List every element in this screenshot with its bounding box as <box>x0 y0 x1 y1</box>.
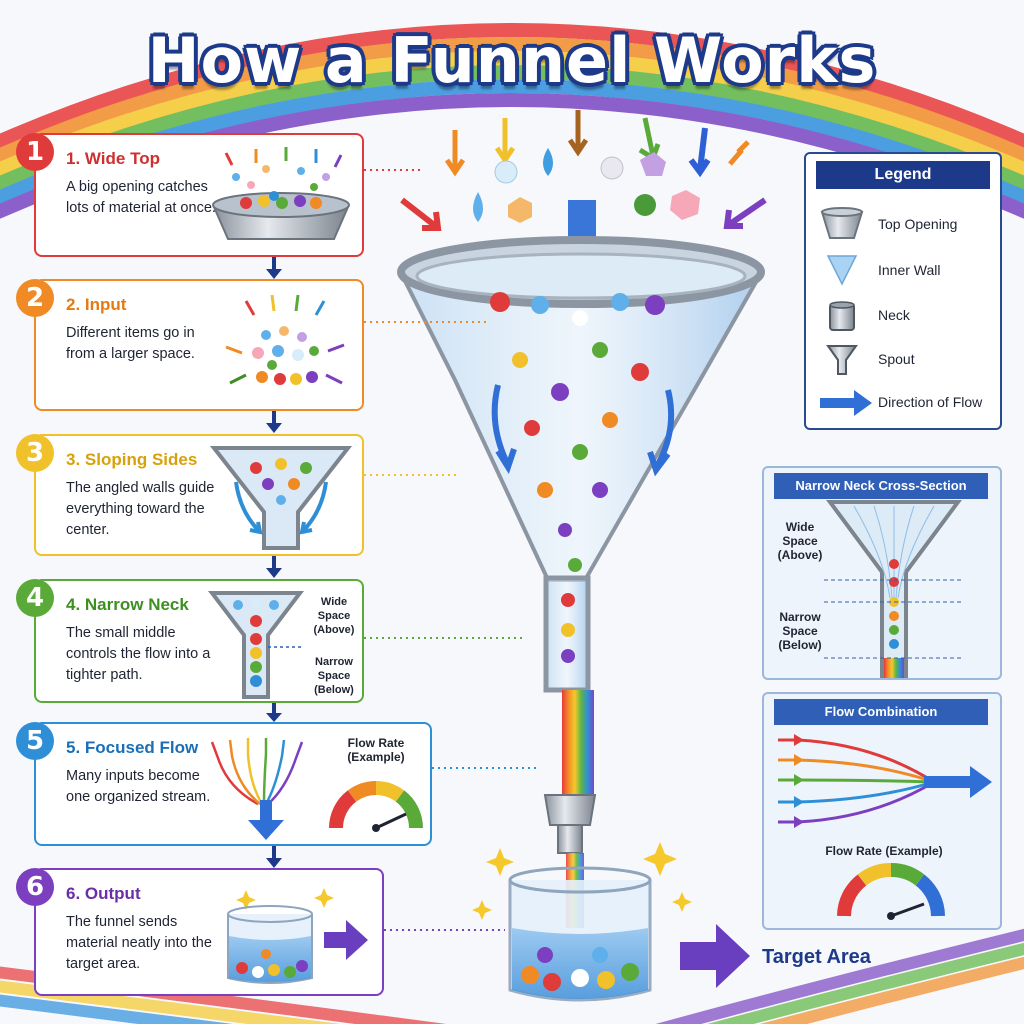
legend-title: Legend <box>816 161 990 189</box>
step-narrow-neck: 4 4. Narrow Neck The small middle contro… <box>16 579 364 703</box>
legend-item-top-opening: Top Opening <box>878 216 958 232</box>
neck-icon <box>829 301 855 331</box>
wide-top-illustration <box>212 147 350 240</box>
spout-icon <box>826 345 858 375</box>
falling-items <box>400 110 767 231</box>
step-number: 3 <box>16 434 54 472</box>
flow-rate-gauge <box>329 781 423 832</box>
cross-section-title: Narrow Neck Cross-Section <box>774 473 988 499</box>
step-wide-top: 1 1. Wide Top A big opening catches lots… <box>16 133 364 257</box>
step-description: The funnel sends material neatly into th… <box>66 914 212 972</box>
step-title: 2. Input <box>66 295 127 314</box>
inner-wall-icon <box>826 255 858 286</box>
step-description: A big opening catches lots of material a… <box>66 179 216 216</box>
cross-section-wide-label: Wide Space (Above) <box>777 520 823 562</box>
cross-section-narrow-label: Narrow Space (Below) <box>778 610 822 652</box>
step-description: The angled walls guide everything toward… <box>66 480 215 538</box>
step-title: 3. Sloping Sides <box>66 450 198 469</box>
cross-section-diagram <box>824 500 964 678</box>
wide-space-label: Wide Space (Above) <box>313 596 355 636</box>
legend-panel: Legend Top Opening Inner Wall Neck Spout… <box>804 152 1002 430</box>
direction-arrow-icon <box>820 390 872 416</box>
flow-combination-panel: Flow Combination Flow Rate (Example) <box>762 692 1002 930</box>
step-description: The small middle controls the flow into … <box>66 625 211 683</box>
narrow-neck-illustration <box>207 591 305 699</box>
input-illustration <box>225 294 345 385</box>
step-sloping-sides: 3 3. Sloping Sides The angled walls guid… <box>16 434 364 556</box>
step-number: 1 <box>16 133 54 171</box>
sloping-sides-illustration <box>209 446 353 550</box>
focused-flow-illustration <box>210 738 304 840</box>
legend-item-neck: Neck <box>878 307 910 323</box>
step-title: 5. Focused Flow <box>66 738 199 757</box>
legend-item-inner-wall: Inner Wall <box>878 262 941 278</box>
top-opening-icon <box>820 207 864 239</box>
step-number: 2 <box>16 279 54 317</box>
step-description: Different items go in from a larger spac… <box>66 325 195 362</box>
legend-item-direction-of-flow: Direction of Flow <box>878 394 983 410</box>
flow-combination-gauge <box>837 862 945 920</box>
output-illustration <box>227 888 368 984</box>
step-title: 6. Output <box>66 884 141 903</box>
flow-combination-rate-label: Flow Rate (Example) <box>825 844 943 858</box>
flow-rate-label: Flow Rate (Example) <box>347 736 405 764</box>
flow-combination-diagram <box>778 734 992 828</box>
step-output: 6 6. Output The funnel sends material ne… <box>16 868 384 996</box>
target-area-label: Target Area <box>762 946 871 968</box>
step-number: 6 <box>16 868 54 906</box>
flow-combination-title: Flow Combination <box>774 699 988 725</box>
narrow-space-label: Narrow Space (Below) <box>314 656 354 696</box>
cross-section-panel: Narrow Neck Cross-Section Wide Space (Ab… <box>762 466 1002 680</box>
step-focused-flow: 5 5. Focused Flow Many inputs become one… <box>16 722 432 846</box>
step-title: 4. Narrow Neck <box>66 595 189 614</box>
step-number: 5 <box>16 722 54 760</box>
funnel-contents <box>490 292 675 663</box>
step-description: Many inputs become one organized stream. <box>66 768 211 805</box>
legend-item-spout: Spout <box>878 351 915 367</box>
step-input: 2 2. Input Different items go in from a … <box>16 279 364 411</box>
step-title: 1. Wide Top <box>66 149 160 168</box>
page-title: How a Funnel Works <box>147 24 877 97</box>
step-number: 4 <box>16 579 54 617</box>
